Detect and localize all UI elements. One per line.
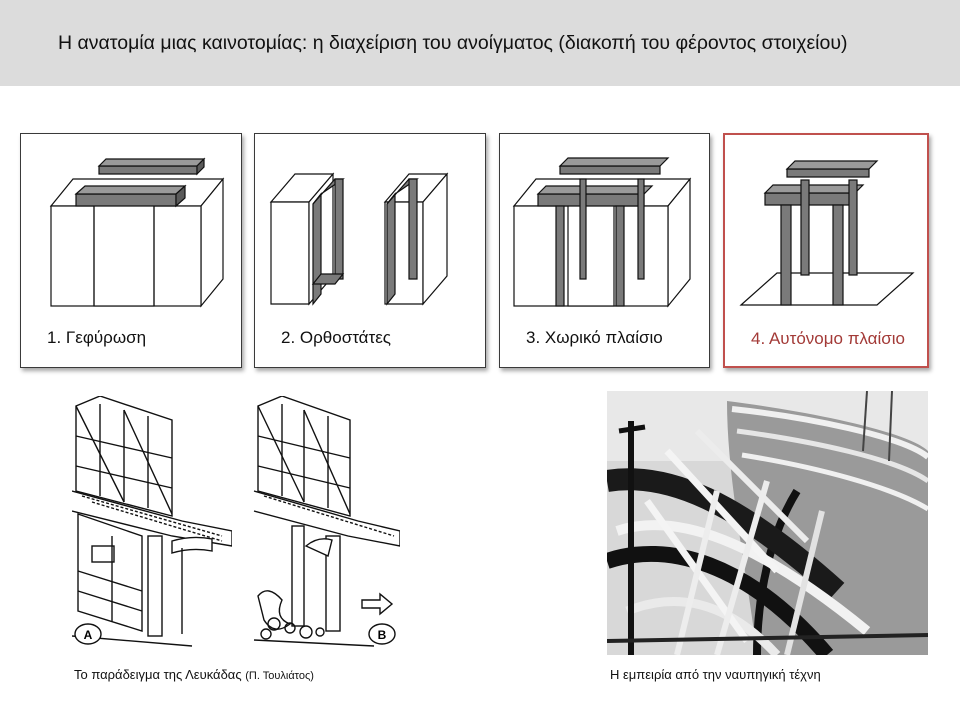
sketch-b-marker-text: B [378, 628, 387, 642]
lefkada-sketch-a: A [71, 395, 233, 655]
caption-lefkada-author: (Π. Τουλιάτος) [245, 670, 314, 682]
sketch-a-marker-text: A [84, 628, 93, 642]
spatial-frame-diagram [512, 157, 692, 308]
title-bar: Η ανατομία μιας καινοτομίας: η διαχείρισ… [0, 0, 960, 86]
caption-shipbuilding: Η εμπειρία από την ναυπηγική τέχνη [610, 667, 821, 682]
jambs-diagram [269, 172, 449, 306]
lefkada-sketch-b: B [244, 395, 401, 655]
sketch-a-marker: A [74, 623, 102, 645]
panel-autonomous-frame: 4. Αυτόνομο πλαίσιο [723, 133, 929, 368]
panel-jambs: 2. Ορθοστάτες [254, 133, 486, 368]
timber-frame-sketch-b: B [253, 395, 401, 647]
panel-label-bridging: 1. Γεφύρωση [47, 328, 147, 347]
panel-label-spatial-frame: 3. Χωρικό πλαίσιο [526, 328, 663, 347]
caption-lefkada-main: Το παράδειγμα της Λευκάδας [74, 667, 242, 682]
boat-hull-illustration [604, 390, 930, 661]
panel-bridging: 1. Γεφύρωση [20, 133, 242, 368]
bridging-diagram [49, 157, 225, 308]
caption-lefkada: Το παράδειγμα της Λευκάδας (Π. Τουλιάτος… [74, 667, 314, 682]
shipbuilding-photo [604, 390, 930, 661]
timber-frame-sketch-a: A [71, 395, 233, 647]
panel-spatial-frame: 3. Χωρικό πλαίσιο [499, 133, 710, 368]
sketch-b-marker: B [368, 623, 396, 645]
panel-label-autonomous-frame: 4. Αυτόνομο πλαίσιο [751, 329, 905, 348]
autonomous-frame-diagram [739, 160, 915, 306]
page-title: Η ανατομία μιας καινοτομίας: η διαχείρισ… [58, 32, 848, 54]
panel-label-jambs: 2. Ορθοστάτες [281, 328, 391, 347]
